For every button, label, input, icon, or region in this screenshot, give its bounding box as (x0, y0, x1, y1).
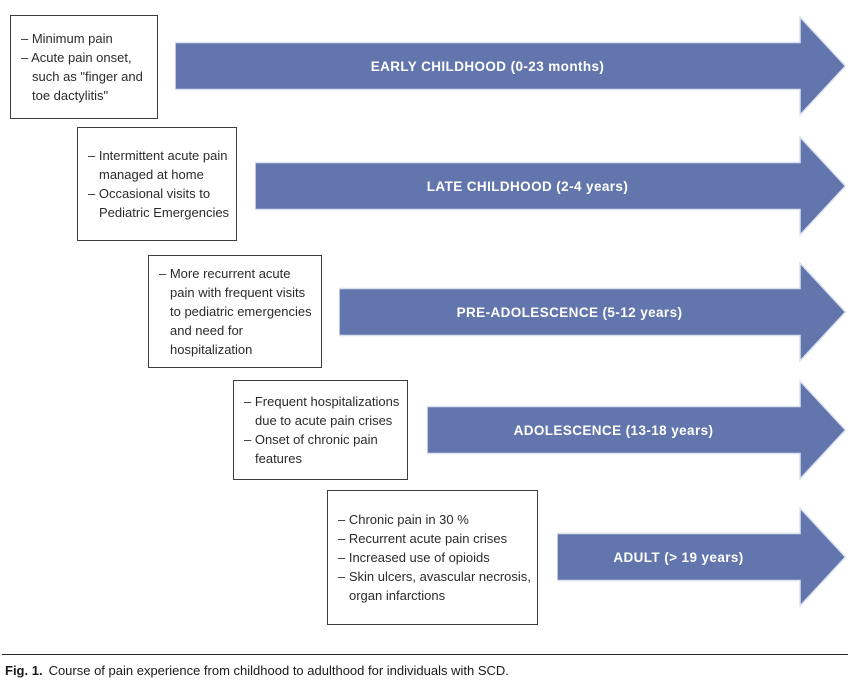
bullet-list: – More recurrent acute pain with frequen… (159, 264, 315, 359)
bullet-item: – Increased use of opioids (338, 550, 490, 565)
stage-arrow-early-childhood: EARLY CHILDHOOD (0-23 months) (175, 16, 847, 116)
right-arrow-icon (175, 16, 847, 116)
stage-arrow-pre-adolescence: PRE-ADOLESCENCE (5-12 years) (339, 262, 847, 362)
right-arrow-shape (339, 262, 847, 362)
stage-arrow-adolescence: ADOLESCENCE (13-18 years) (427, 380, 847, 480)
bullet-item: – More recurrent acute pain with frequen… (159, 266, 312, 357)
right-arrow-shape (427, 380, 847, 480)
bullet-list: – Intermittent acute pain managed at hom… (88, 146, 230, 222)
figure-caption-text: Course of pain experience from childhood… (48, 663, 509, 678)
bullet-item: – Acute pain onset, such as "finger and … (21, 50, 143, 103)
bullet-list: – Minimum pain – Acute pain onset, such … (21, 29, 151, 105)
stage-arrow-late-childhood: LATE CHILDHOOD (2-4 years) (255, 136, 847, 236)
bullet-list: – Frequent hospitalizations due to acute… (244, 392, 401, 468)
right-arrow-shape (175, 16, 847, 116)
right-arrow-icon (339, 262, 847, 362)
note-box-adult: – Chronic pain in 30 % – Recurrent acute… (327, 490, 538, 625)
caption-divider (2, 654, 848, 655)
stage-arrow-label: ADULT (> 19 years) (613, 549, 744, 565)
right-arrow-icon (557, 507, 847, 607)
bullet-item: – Minimum pain (21, 31, 113, 46)
stage-arrow-label: EARLY CHILDHOOD (0-23 months) (370, 58, 605, 74)
right-arrow-shape (255, 136, 847, 236)
note-box-pre-adolescence: – More recurrent acute pain with frequen… (148, 255, 322, 368)
stage-arrow-label: PRE-ADOLESCENCE (5-12 years) (456, 304, 683, 320)
bullet-item: – Chronic pain in 30 % (338, 512, 469, 527)
right-arrow-icon (255, 136, 847, 236)
stage-arrow-adult: ADULT (> 19 years) (557, 507, 847, 607)
note-box-late-childhood: – Intermittent acute pain managed at hom… (77, 127, 237, 241)
stage-arrow-label: ADOLESCENCE (13-18 years) (513, 422, 714, 438)
bullet-item: – Frequent hospitalizations due to acute… (244, 394, 400, 428)
bullet-item: – Recurrent acute pain crises (338, 531, 508, 546)
right-arrow-shape (557, 507, 847, 607)
bullet-item: – Onset of chronic pain features (244, 432, 378, 466)
figure-caption: Fig. 1. Course of pain experience from ch… (5, 662, 855, 679)
figure-caption-label: Fig. 1. (5, 663, 43, 678)
note-box-early-childhood: – Minimum pain – Acute pain onset, such … (10, 15, 158, 119)
note-box-adolescence: – Frequent hospitalizations due to acute… (233, 380, 408, 480)
bullet-item: – Intermittent acute pain managed at hom… (88, 148, 228, 182)
bullet-item: – Skin ulcers, avascular necrosis, organ… (338, 569, 531, 603)
bullet-item: – Occasional visits to Pediatric Emergen… (88, 186, 230, 220)
right-arrow-icon (427, 380, 847, 480)
bullet-list: – Chronic pain in 30 % – Recurrent acute… (338, 510, 531, 605)
stage-arrow-label: LATE CHILDHOOD (2-4 years) (426, 178, 629, 194)
